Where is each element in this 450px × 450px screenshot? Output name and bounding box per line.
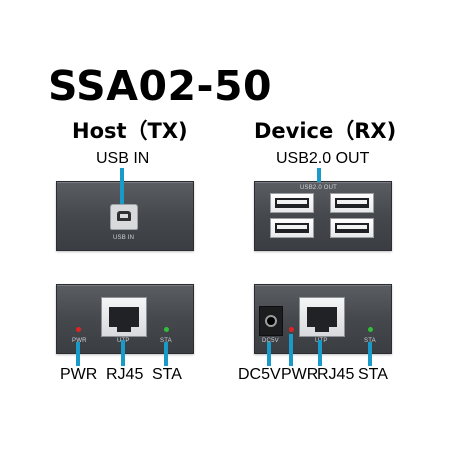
- host-pwr-pointer-line: [76, 342, 80, 366]
- device-usb-out-pointer-line: [317, 168, 321, 182]
- usb-a-port-icon: [270, 218, 314, 238]
- host-usb-in-silk: USB IN: [113, 235, 135, 241]
- host-sta-silk: STA: [160, 338, 172, 344]
- host-pwr-callout: PWR: [60, 366, 98, 383]
- rj45-port-icon: [101, 297, 147, 337]
- device-sta-callout: STA: [358, 366, 388, 383]
- device-dc-silk: DC5V: [262, 338, 279, 344]
- host-sta-callout: STA: [152, 366, 182, 383]
- usb-a-port-icon: [270, 193, 314, 213]
- device-dc-pointer-line: [267, 342, 271, 366]
- device-usb-out-silk: USB2.0 OUT: [300, 185, 338, 191]
- device-sta-silk: STA: [364, 338, 376, 344]
- host-heading: Host（TX): [72, 119, 188, 143]
- usb-a-port-icon: [330, 193, 374, 213]
- host-usb-in-pointer-line: [120, 168, 124, 204]
- device-rj45-callout: RJ45: [317, 366, 355, 383]
- device-dc-callout: DC5V: [238, 366, 281, 383]
- device-top-panel: [254, 181, 392, 251]
- device-pwr-pointer-line: [289, 334, 293, 366]
- host-pwr-silk: PWR: [72, 338, 87, 344]
- host-rj45-callout: RJ45: [106, 366, 144, 383]
- dc-power-jack-icon: [259, 306, 283, 336]
- host-rj45-pointer-line: [121, 340, 125, 366]
- device-sta-pointer-line: [368, 342, 372, 366]
- host-sta-pointer-line: [164, 342, 168, 366]
- device-rj45-pointer-line: [318, 340, 322, 366]
- host-power-led-icon: [76, 327, 81, 332]
- device-heading: Device（RX): [254, 119, 397, 143]
- rj45-port-icon: [299, 297, 345, 337]
- device-usb-out-callout: USB2.0 OUT: [276, 150, 370, 167]
- device-status-led-icon: [368, 327, 373, 332]
- usb-a-port-icon: [330, 218, 374, 238]
- device-power-led-icon: [289, 327, 294, 332]
- product-model-title: SSA02-50: [48, 62, 273, 110]
- device-pwr-callout: PWR: [281, 366, 319, 383]
- host-usb-in-callout: USB IN: [96, 150, 150, 167]
- usb-b-port-icon: [110, 204, 138, 230]
- host-status-led-icon: [164, 327, 169, 332]
